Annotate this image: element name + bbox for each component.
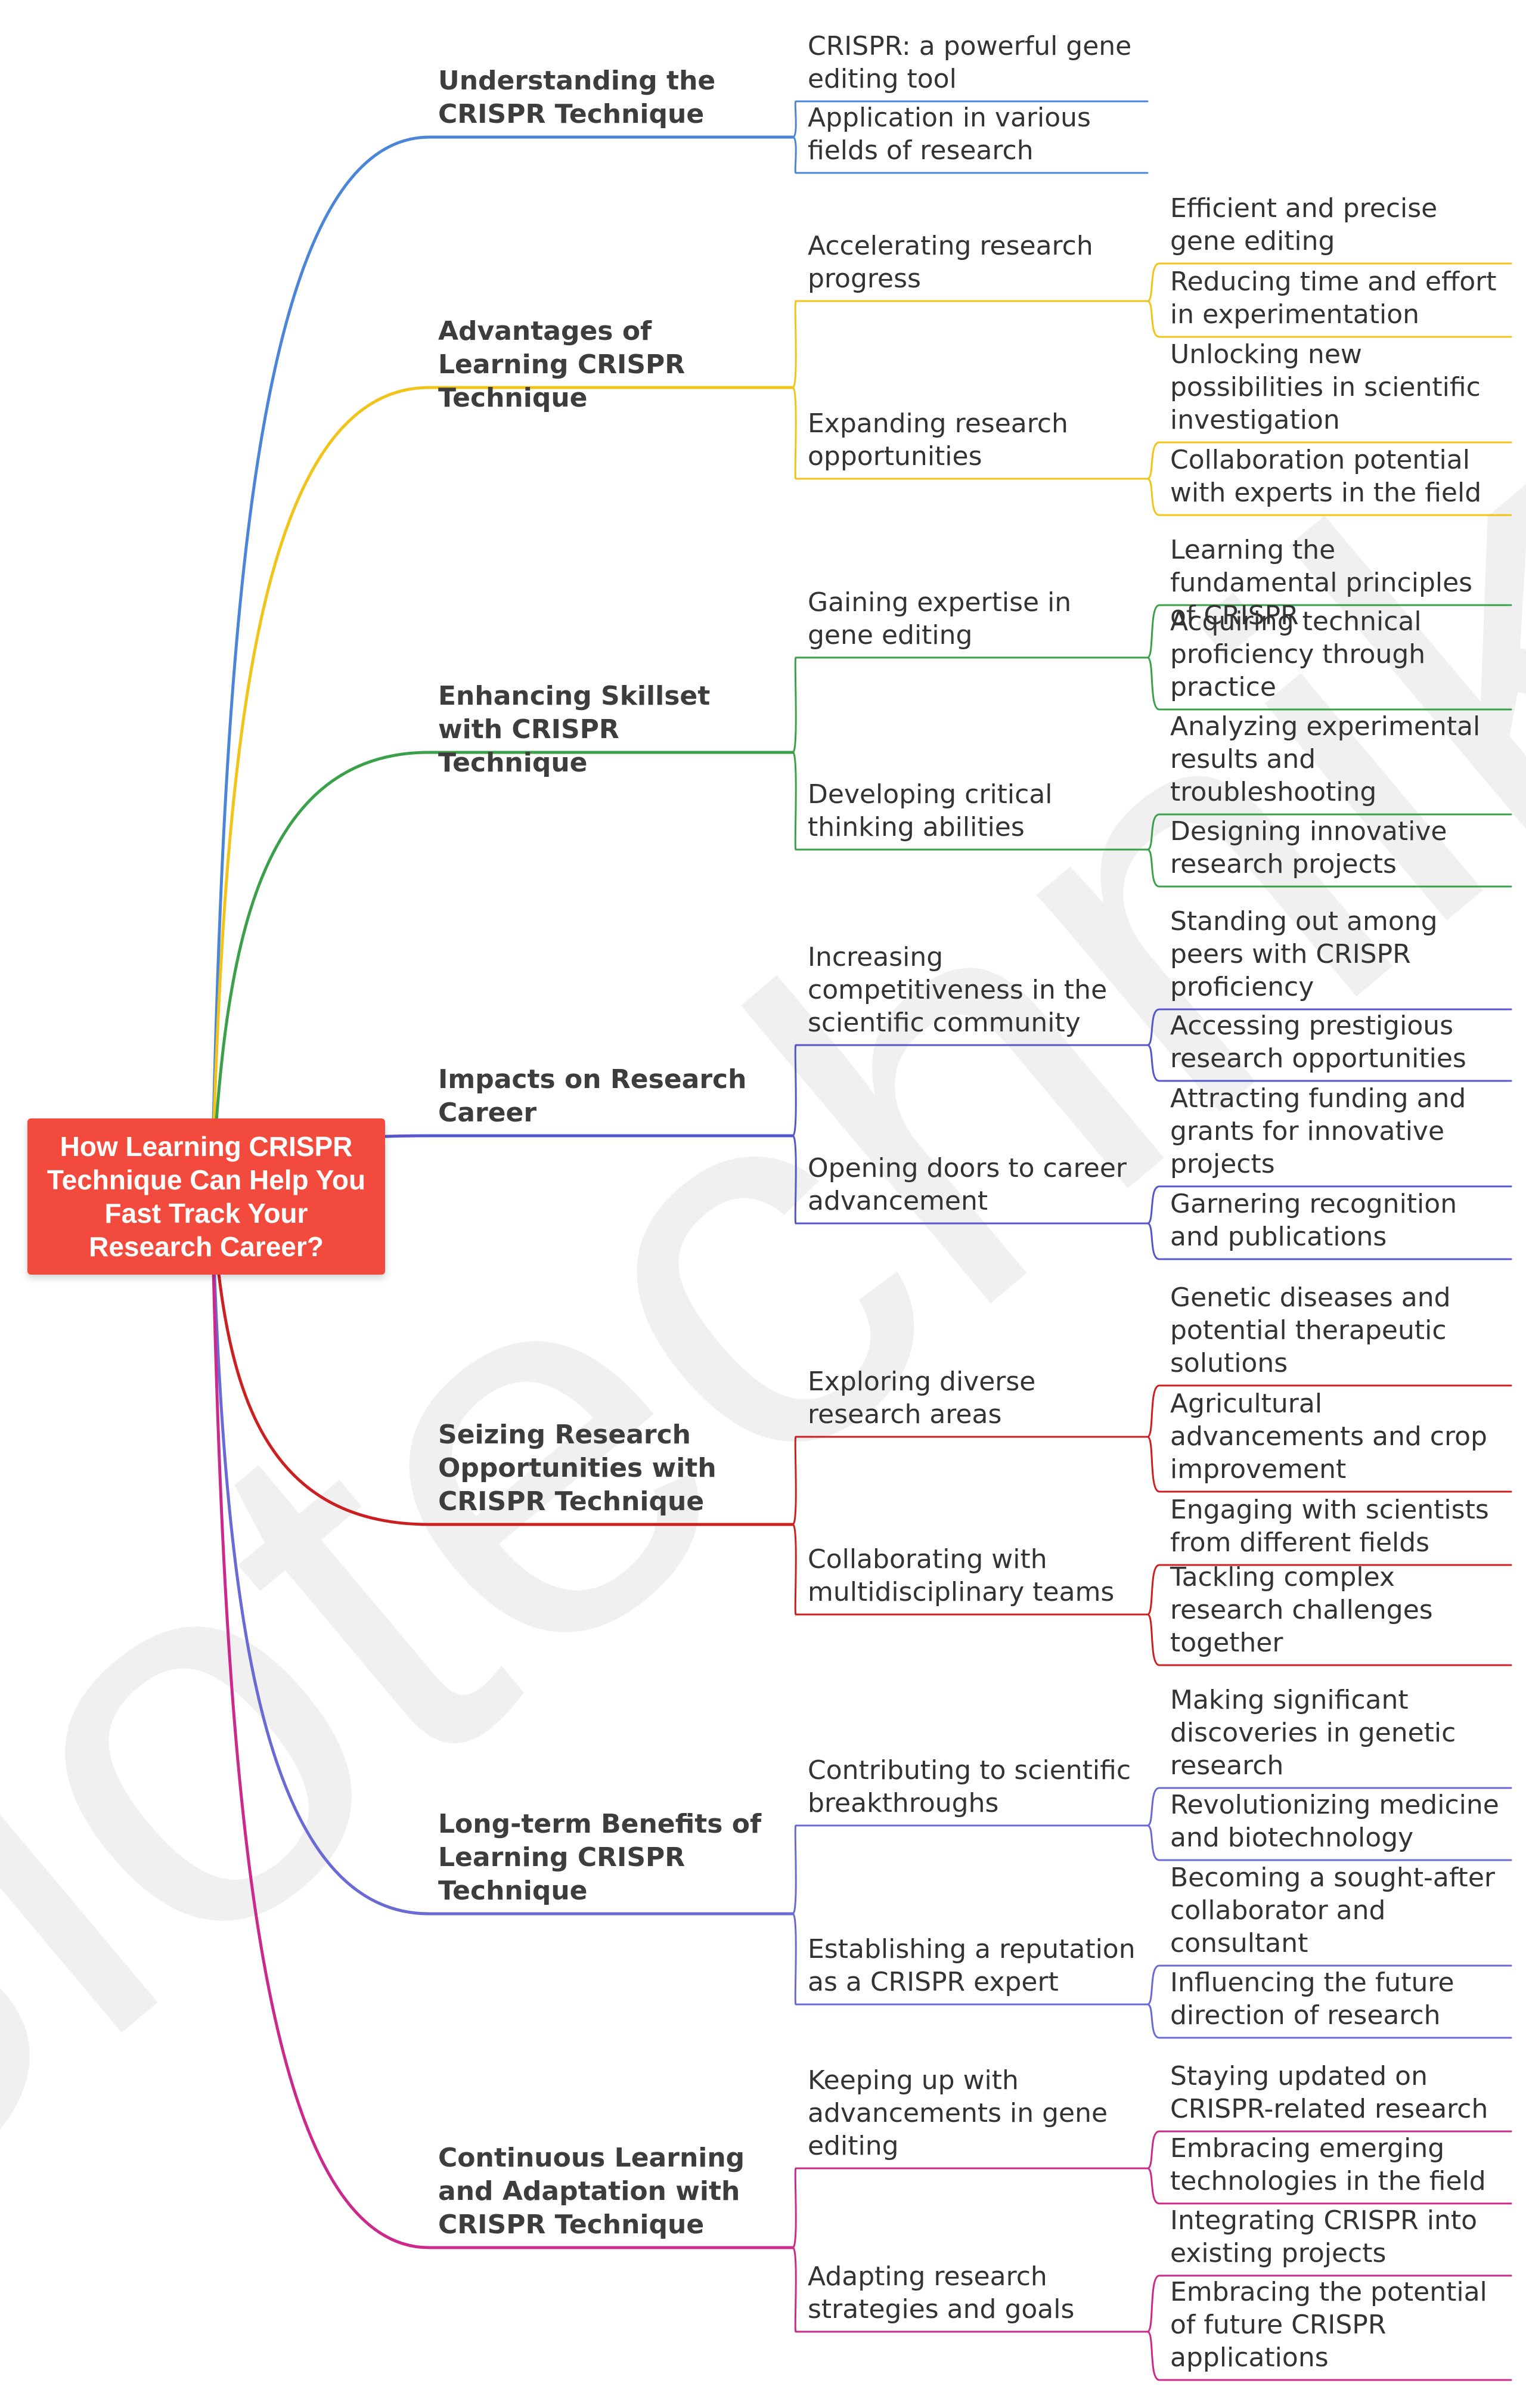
branch-label[interactable]: Advantages of Learning CRISPR Technique xyxy=(438,316,686,413)
subtopic-label[interactable]: Gaining expertise in gene editing xyxy=(808,587,1072,650)
subtopic-label[interactable]: Exploring diverse research areas xyxy=(808,1366,1036,1430)
subtopic-label[interactable]: CRISPR: a powerful gene editing tool xyxy=(808,31,1132,94)
subtopic-label[interactable]: Establishing a reputation as a CRISPR ex… xyxy=(808,1934,1136,1997)
branch-connector xyxy=(210,1195,795,2249)
detail-connector xyxy=(1146,1384,1512,1438)
detail-label[interactable]: Tackling complex research challenges tog… xyxy=(1170,1562,1433,1658)
detail-connector xyxy=(1146,441,1512,480)
detail-connector xyxy=(1146,2167,1512,2205)
detail-label[interactable]: Learning the fundamental principles of C… xyxy=(1170,535,1473,631)
detail-label[interactable]: Engaging with scientists from different … xyxy=(1170,1495,1489,1558)
subtopic-connector xyxy=(792,1135,1149,1225)
subtopic-label[interactable]: Expanding research opportunities xyxy=(808,408,1068,472)
detail-connector xyxy=(1146,1787,1512,1827)
subtopic-label[interactable]: Developing critical thinking abilities xyxy=(808,779,1053,842)
detail-connector xyxy=(1146,813,1512,851)
subtopic-label[interactable]: Adapting research strategies and goals xyxy=(808,2261,1075,2325)
branch-label[interactable]: Enhancing Skillset with CRISPR Technique xyxy=(438,681,711,778)
detail-label[interactable]: Embracing the potential of future CRISPR… xyxy=(1170,2277,1487,2373)
branch-connector xyxy=(210,751,795,1198)
detail-connector xyxy=(1146,1564,1512,1616)
detail-label[interactable]: Garnering recognition and publications xyxy=(1170,1189,1457,1252)
detail-label[interactable]: Efficient and precise gene editing xyxy=(1170,193,1438,256)
detail-connector xyxy=(1146,1964,1512,2006)
detail-connector xyxy=(1146,2130,1512,2170)
detail-connector xyxy=(1146,656,1512,711)
detail-connector xyxy=(1146,1044,1512,1082)
detail-connector xyxy=(1146,604,1512,659)
subtopic-connector xyxy=(792,1824,1149,1915)
branch-connector xyxy=(210,386,795,1198)
detail-connector xyxy=(1146,478,1512,516)
detail-label[interactable]: Becoming a sought-after collaborator and… xyxy=(1170,1862,1495,1958)
branch-connector xyxy=(210,135,795,1198)
detail-connector xyxy=(1146,848,1512,888)
detail-label[interactable]: Making significant discoveries in geneti… xyxy=(1170,1685,1456,1781)
subtopic-connector xyxy=(792,2167,1149,2249)
branch-label[interactable]: Long-term Benefits of Learning CRISPR Te… xyxy=(438,1809,762,1906)
detail-label[interactable]: Embracing emerging technologies in the f… xyxy=(1170,2133,1486,2196)
detail-connector xyxy=(1146,1008,1512,1046)
subtopic-connector xyxy=(792,1523,1149,1616)
detail-label[interactable]: Revolutionizing medicine and biotechnolo… xyxy=(1170,1790,1499,1853)
detail-connector xyxy=(1146,1436,1512,1493)
subtopic-label[interactable]: Accelerating research progress xyxy=(808,231,1093,294)
detail-label[interactable]: Attracting funding and grants for innova… xyxy=(1170,1083,1466,1179)
detail-connector xyxy=(1146,262,1512,302)
detail-label[interactable]: Acquiring technical proficiency through … xyxy=(1170,606,1426,702)
root-node[interactable]: How Learning CRISPR Technique Can Help Y… xyxy=(27,1118,385,1275)
branch-label[interactable]: Seizing Research Opportunities with CRIS… xyxy=(438,1420,717,1517)
detail-label[interactable]: Standing out among peers with CRISPR pro… xyxy=(1170,906,1438,1002)
subtopic-label[interactable]: Opening doors to career advancement xyxy=(808,1153,1127,1216)
subtopic-connector xyxy=(792,656,1149,754)
detail-connector xyxy=(1146,300,1512,338)
subtopic-label[interactable]: Collaborating with multidisciplinary tea… xyxy=(808,1544,1115,1607)
subtopic-label[interactable]: Contributing to scientific breakthroughs xyxy=(808,1755,1131,1818)
detail-connector xyxy=(1146,2274,1512,2333)
detail-connector xyxy=(1146,1824,1512,1861)
branch-connector xyxy=(210,1195,795,1916)
detail-label[interactable]: Staying updated on CRISPR-related resear… xyxy=(1170,2061,1488,2124)
branch-label[interactable]: Understanding the CRISPR Technique xyxy=(438,66,716,129)
subtopic-connector xyxy=(792,386,1149,480)
subtopic-connector xyxy=(792,1044,1149,1137)
detail-label[interactable]: Genetic diseases and potential therapeut… xyxy=(1170,1282,1451,1378)
detail-label[interactable]: Collaboration potential with experts in … xyxy=(1170,445,1482,508)
detail-connector xyxy=(1146,1185,1512,1225)
detail-label[interactable]: Analyzing experimental results and troub… xyxy=(1170,711,1481,807)
subtopic-connector xyxy=(792,751,1149,851)
detail-connector xyxy=(1146,2003,1512,2039)
branch-label[interactable]: Continuous Learning and Adaptation with … xyxy=(438,2143,745,2240)
detail-label[interactable]: Integrating CRISPR into existing project… xyxy=(1170,2205,1478,2268)
detail-connector xyxy=(1146,2330,1512,2381)
detail-label[interactable]: Unlocking new possibilities in scientifi… xyxy=(1170,339,1481,435)
subtopic-connector xyxy=(792,2246,1149,2333)
subtopic-label[interactable]: Application in various fields of researc… xyxy=(808,103,1091,166)
detail-label[interactable]: Designing innovative research projects xyxy=(1170,816,1447,879)
subtopic-connector xyxy=(792,1913,1149,2006)
detail-connector xyxy=(1146,1613,1512,1666)
detail-label[interactable]: Influencing the future direction of rese… xyxy=(1170,1967,1454,2031)
detail-label[interactable]: Agricultural advancements and crop impro… xyxy=(1170,1389,1487,1485)
detail-label[interactable]: Reducing time and effort in experimentat… xyxy=(1170,266,1497,330)
detail-connector xyxy=(1146,1222,1512,1260)
subtopic-connector xyxy=(792,300,1149,389)
subtopic-connector xyxy=(792,1436,1149,1526)
branch-label[interactable]: Impacts on Research Career xyxy=(438,1064,747,1128)
detail-label[interactable]: Accessing prestigious research opportuni… xyxy=(1170,1011,1466,1074)
subtopic-label[interactable]: Keeping up with advancements in gene edi… xyxy=(808,2065,1108,2161)
subtopic-connector xyxy=(792,100,1149,138)
subtopic-connector xyxy=(792,136,1149,174)
subtopic-label[interactable]: Increasing competitiveness in the scient… xyxy=(808,942,1108,1038)
